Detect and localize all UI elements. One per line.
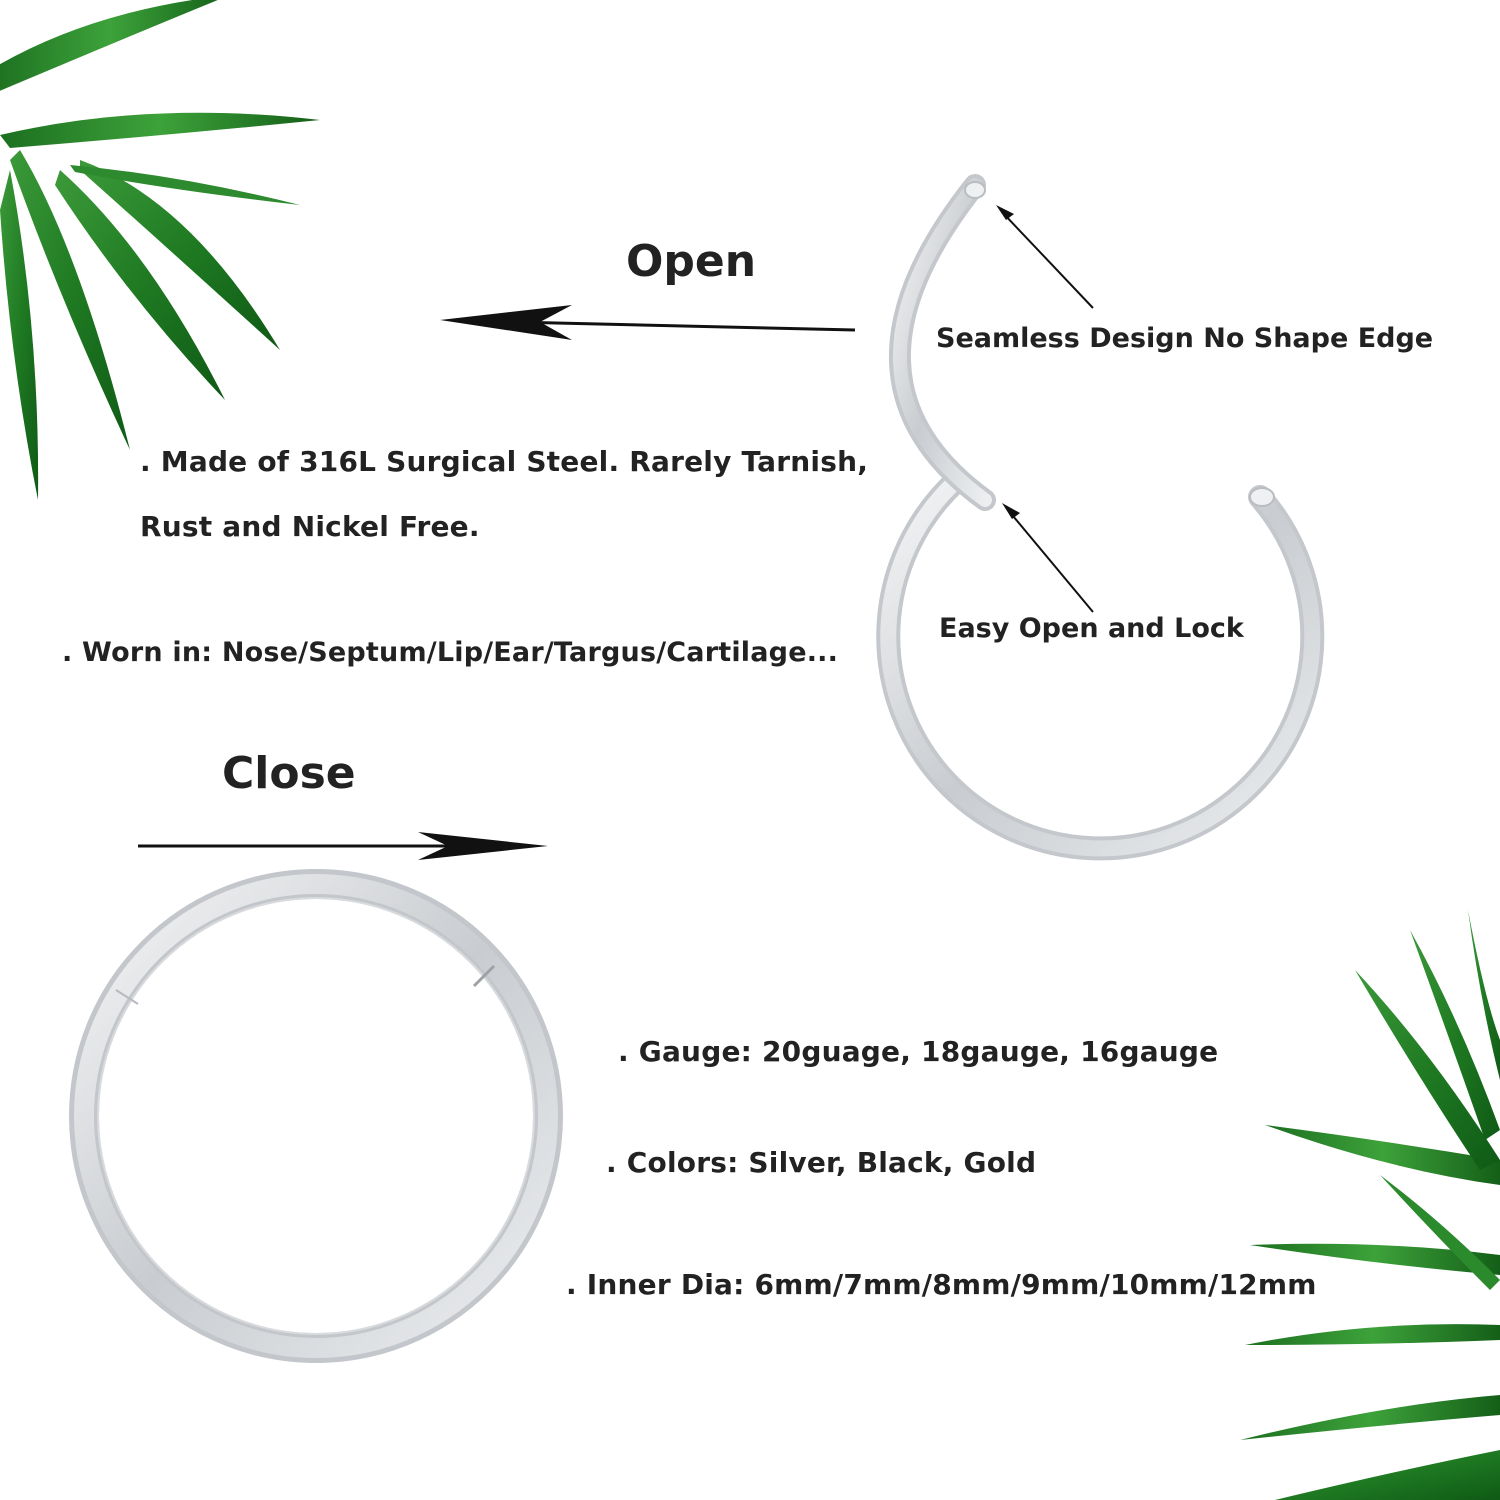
material-text-line1: . Made of 316L Surgical Steel. Rarely Ta… <box>140 445 869 478</box>
seamless-design-callout: Seamless Design No Shape Edge <box>936 323 1434 354</box>
leaf <box>0 0 218 91</box>
leaf <box>70 165 300 205</box>
open-heading: Open <box>626 236 757 287</box>
leaf <box>1240 1395 1500 1440</box>
leaf <box>1380 1175 1500 1290</box>
inner-diameter-text: . Inner Dia: 6mm/7mm/8mm/9mm/10mm/12mm <box>566 1268 1317 1301</box>
colors-text: . Colors: Silver, Black, Gold <box>606 1146 1037 1179</box>
open-arrow <box>440 305 856 340</box>
worn-in-text: . Worn in: Nose/Septum/Lip/Ear/Targus/Ca… <box>62 637 839 668</box>
leaf <box>10 150 130 450</box>
close-heading: Close <box>222 748 356 799</box>
leaf <box>0 112 320 148</box>
leaf-cluster-top-left <box>0 0 320 500</box>
gauge-text: . Gauge: 20guage, 18gauge, 16gauge <box>618 1035 1219 1068</box>
easy-open-lock-callout: Easy Open and Lock <box>939 613 1244 644</box>
open-ring <box>876 174 1325 861</box>
callout-pointers <box>996 205 1094 613</box>
leaf <box>1275 1450 1500 1500</box>
leaf <box>1245 1324 1500 1345</box>
leaf <box>55 170 225 400</box>
leaf <box>80 160 280 350</box>
leaf <box>1468 910 1500 1080</box>
leaf <box>1410 930 1500 1140</box>
material-text-line2: Rust and Nickel Free. <box>140 510 480 543</box>
leaf <box>1265 1125 1500 1185</box>
leaf <box>1250 1243 1500 1275</box>
leaf <box>0 170 39 500</box>
closed-ring <box>69 869 563 1363</box>
leaf <box>1355 970 1500 1170</box>
close-arrow <box>138 832 548 860</box>
leaf-cluster-bottom-right <box>1240 910 1500 1500</box>
